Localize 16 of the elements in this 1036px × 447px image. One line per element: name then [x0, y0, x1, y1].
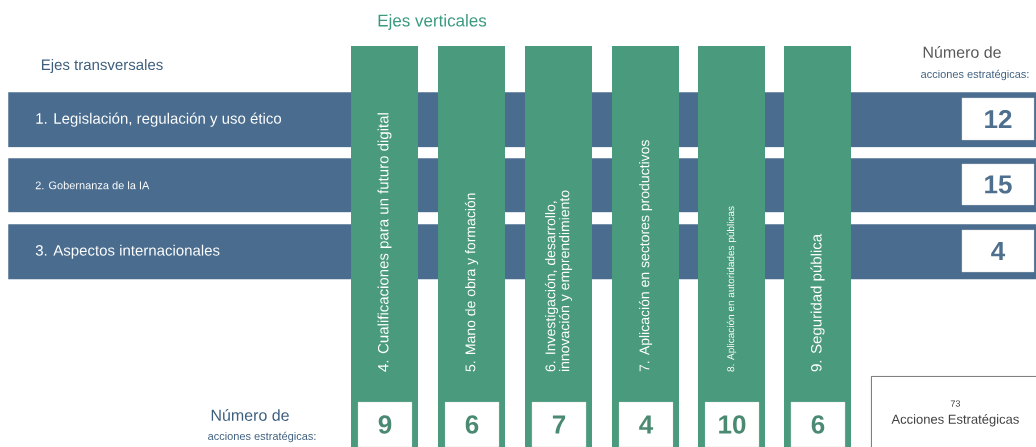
section-heading: Ejes transversales — [41, 59, 163, 73]
section-heading: Ejes verticales — [378, 14, 487, 30]
count-box: 10 — [704, 401, 760, 447]
label-text: Número de — [211, 409, 289, 421]
count-box: 6 — [444, 401, 500, 447]
label-text: acciones estratégicas: — [921, 69, 1029, 81]
count-box: 9 — [357, 401, 413, 447]
count-box: 4 — [961, 229, 1035, 273]
label-text: acciones estratégicas: — [208, 431, 316, 443]
total-box: 73 Acciones Estratégicas — [871, 376, 1036, 447]
count-box: 6 — [790, 401, 846, 447]
label-text: Número de — [923, 46, 1001, 58]
count-box: 12 — [961, 97, 1035, 141]
count-box: 7 — [531, 401, 587, 447]
count-box: 4 — [618, 401, 674, 447]
count-box: 15 — [961, 163, 1035, 206]
